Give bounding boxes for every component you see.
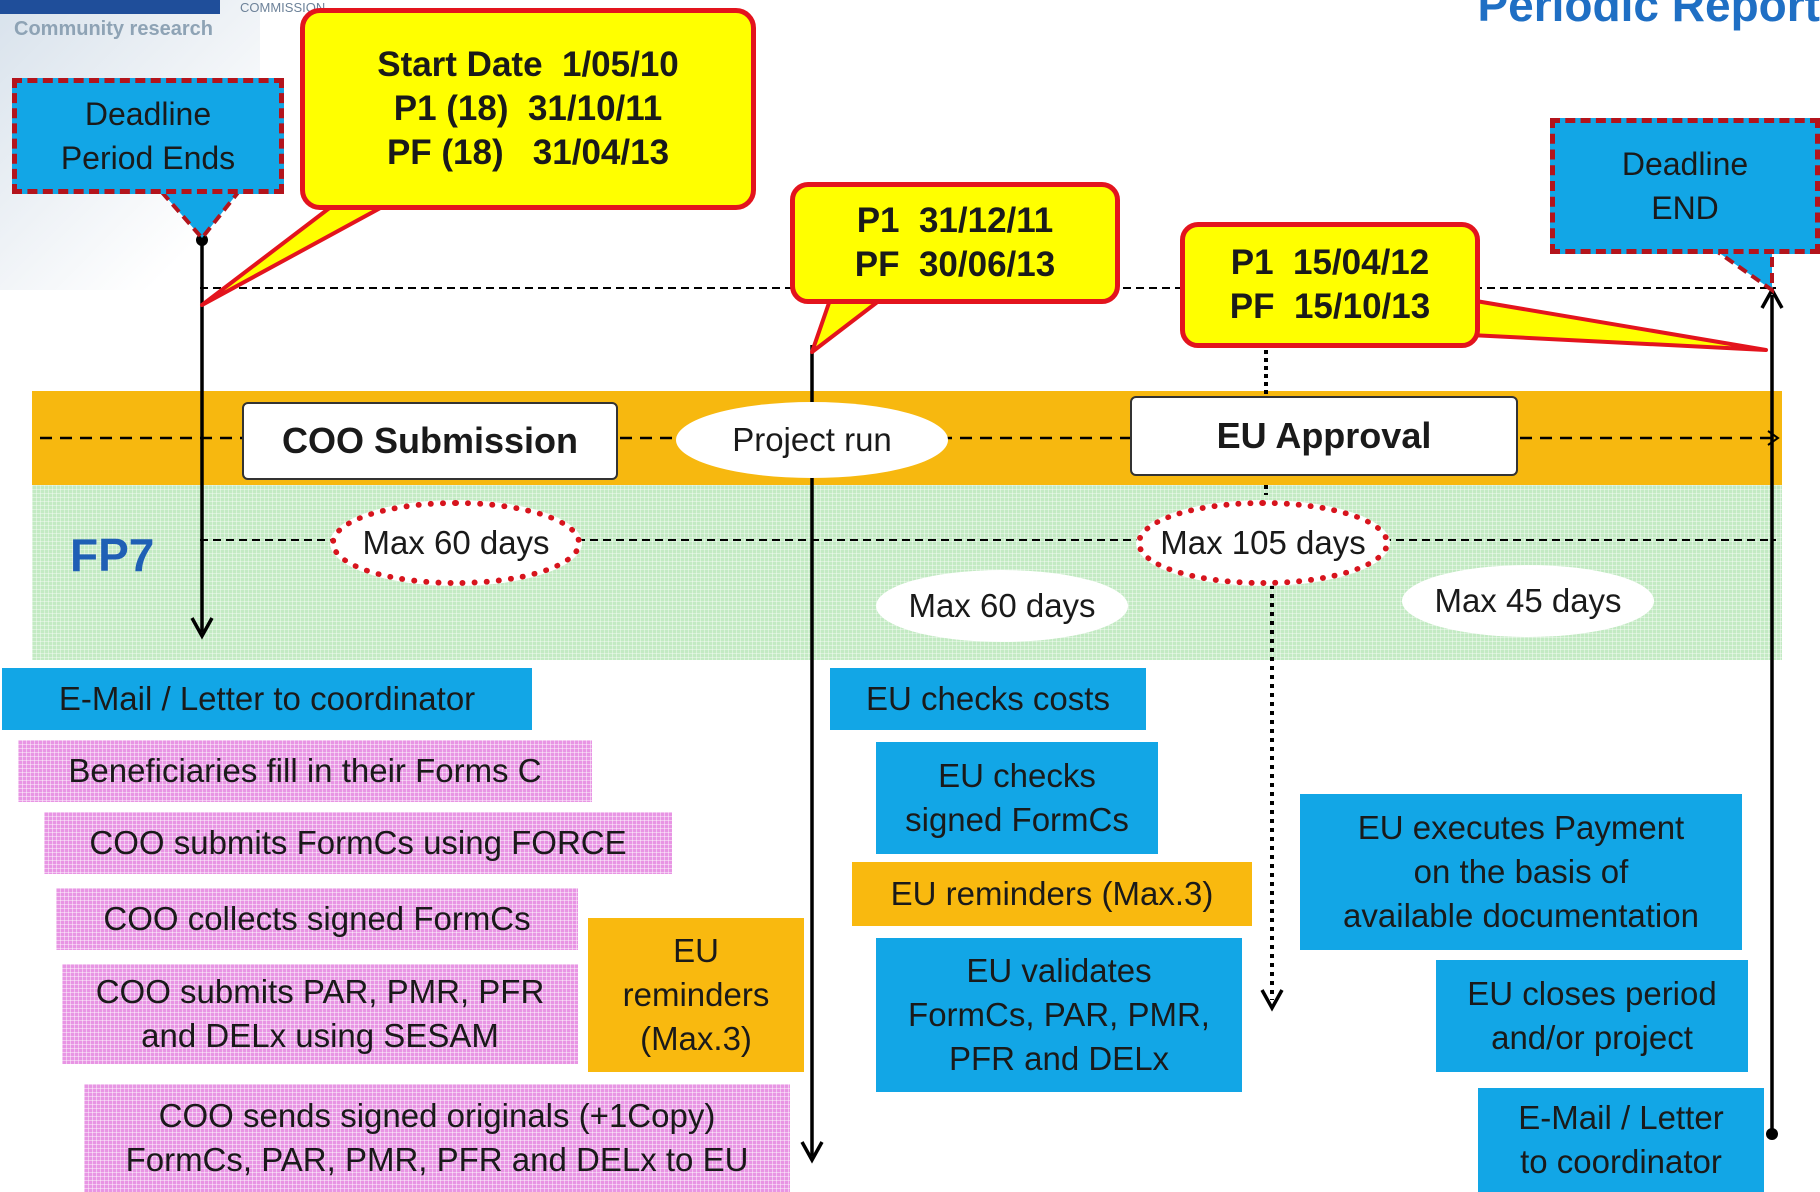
fp7-label: FP7 <box>70 529 155 581</box>
coo-submits-sesam-step: COO submits PAR, PMR, PFR and DELx using… <box>62 964 578 1064</box>
eu-executes-payment-step: EU executes Payment on the basis of avai… <box>1300 794 1742 950</box>
deadline-end: Deadline END <box>1550 118 1820 254</box>
callout-approval-dates: P1 15/04/12 PF 15/10/13 <box>1180 222 1480 348</box>
logo-commission: COMMISSION <box>240 0 326 15</box>
page-title: Periodic Report <box>1477 0 1820 31</box>
coo-submission-label: COO Submission <box>281 420 579 461</box>
deadline-period-ends: Deadline Period Ends <box>12 78 284 194</box>
max-45-days: Max 45 days <box>1402 565 1654 637</box>
coo-submission-scroll: COO Submission <box>242 402 618 480</box>
beneficiaries-step: Beneficiaries fill in their Forms C <box>18 740 592 802</box>
eu-approval-label: EU Approval <box>1216 415 1432 456</box>
callout-start-dates: Start Date 1/05/10 P1 (18) 31/10/11 PF (… <box>300 8 756 210</box>
eu-checks-costs-step: EU checks costs <box>830 668 1146 730</box>
eu-approval-scroll: EU Approval <box>1130 396 1518 476</box>
logo-text: Community research <box>14 18 213 40</box>
max-60-days-dotted: Max 60 days <box>330 500 582 586</box>
eu-closes-step: EU closes period and/or project <box>1436 960 1748 1072</box>
email-letter-step: E-Mail / Letter to coordinator <box>2 668 532 730</box>
callout-mid-dates: P1 31/12/11 PF 30/06/13 <box>790 182 1120 304</box>
eu-reminders-left: EU reminders (Max.3) <box>588 918 804 1072</box>
logo-strip <box>0 0 220 14</box>
coo-collects-step: COO collects signed FormCs <box>56 888 578 950</box>
coo-submits-force-step: COO submits FormCs using FORCE <box>44 812 672 874</box>
eu-reminders-mid: EU reminders (Max.3) <box>852 862 1252 926</box>
max-105-days-dotted: Max 105 days <box>1136 500 1390 586</box>
coo-sends-originals-step: COO sends signed originals (+1Copy) Form… <box>84 1084 790 1192</box>
max-60-days: Max 60 days <box>876 570 1128 642</box>
eu-validates-step: EU validates FormCs, PAR, PMR, PFR and D… <box>876 938 1242 1092</box>
email-letter-right-step: E-Mail / Letter to coordinator <box>1478 1088 1764 1192</box>
eu-checks-signed-step: EU checks signed FormCs <box>876 742 1158 854</box>
project-run-ellipse: Project run <box>676 402 948 478</box>
